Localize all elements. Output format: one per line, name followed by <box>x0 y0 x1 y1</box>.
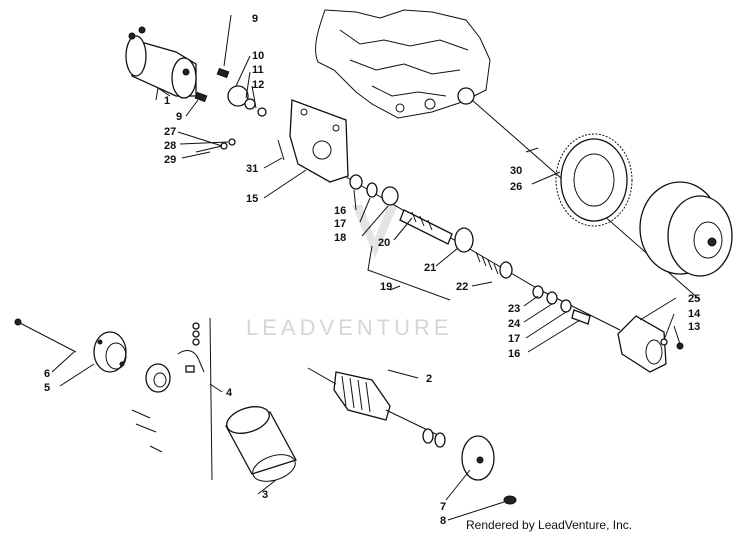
commutator-end-cap <box>93 331 127 373</box>
bolt-9-upper <box>216 67 230 79</box>
pinion-21 <box>454 227 474 253</box>
callout-18: 18 <box>334 232 346 244</box>
callout-9-lower: 9 <box>176 111 182 123</box>
leadventure-watermark: LEADVENTURE <box>246 205 453 340</box>
callout-27: 27 <box>164 126 176 138</box>
callout-29: 29 <box>164 154 176 166</box>
callout-1: 1 <box>164 95 170 107</box>
callout-6: 6 <box>44 368 50 380</box>
drive-end-plate <box>461 435 495 481</box>
callout-31: 31 <box>246 163 258 175</box>
callout-3: 3 <box>262 489 268 501</box>
armature <box>307 367 441 437</box>
callout-21: 21 <box>424 262 436 274</box>
engine-block <box>315 9 491 119</box>
callout-11: 11 <box>252 64 264 76</box>
washer-16-upper <box>349 174 363 190</box>
flywheel <box>639 181 733 277</box>
brush-holder <box>131 322 205 453</box>
rendered-by-credit: Rendered by LeadVenture, Inc. <box>466 518 632 532</box>
callout-22: 22 <box>456 281 468 293</box>
nut-8 <box>503 495 517 505</box>
starter-motor <box>125 26 197 99</box>
callout-4: 4 <box>226 387 233 399</box>
callout-25: 25 <box>688 293 700 305</box>
callout-14: 14 <box>688 308 701 320</box>
callout-16-upper: 16 <box>334 205 346 217</box>
callout-12: 12 <box>252 79 264 91</box>
callout-10: 10 <box>252 50 264 62</box>
callout-17-upper: 17 <box>334 218 346 230</box>
callout-numbers: 1 9 10 11 12 9 27 28 29 31 15 16 17 18 2… <box>44 13 701 527</box>
callout-23: 23 <box>508 303 520 315</box>
callout-30: 30 <box>510 165 522 177</box>
callout-8: 8 <box>440 515 446 527</box>
drive-end-housing <box>617 315 684 373</box>
callout-13: 13 <box>688 321 700 333</box>
drive-shaft <box>399 209 453 245</box>
ring-gear <box>555 133 633 227</box>
callout-28: 28 <box>164 140 176 152</box>
callout-7: 7 <box>440 501 446 513</box>
gear-10 <box>227 85 249 107</box>
callout-9-upper: 9 <box>252 13 258 25</box>
callout-5: 5 <box>44 382 50 394</box>
watermark-text: LEADVENTURE <box>246 315 453 340</box>
callout-15: 15 <box>246 193 258 205</box>
gear-18 <box>381 186 399 206</box>
spring-22 <box>475 251 499 275</box>
leader-lines <box>51 14 681 521</box>
callout-17-lower: 17 <box>508 333 520 345</box>
callout-19: 19 <box>380 281 392 293</box>
through-bolt <box>17 321 77 353</box>
callout-2: 2 <box>426 373 432 385</box>
callout-26: 26 <box>510 181 522 193</box>
callout-16-lower: 16 <box>508 348 520 360</box>
washer-11 <box>244 98 256 110</box>
bolt-9-lower <box>194 91 208 103</box>
callout-20: 20 <box>378 237 390 249</box>
mounting-bracket <box>289 99 349 183</box>
field-frame-housing <box>225 406 297 482</box>
callout-24: 24 <box>508 318 521 330</box>
washer-17-upper <box>366 182 378 198</box>
nut-12 <box>257 107 267 117</box>
